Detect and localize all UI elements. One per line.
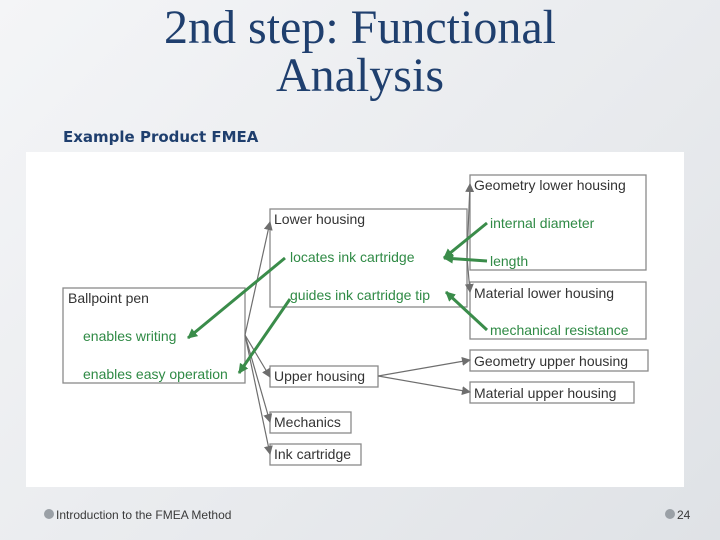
link-pen-to-ink-cartridge — [244, 334, 273, 455]
footer-presentation-title: Introduction to the FMEA Method — [56, 508, 232, 522]
link-upper-to-material — [377, 375, 471, 396]
slide-title-line-1: 2nd step: Functional — [164, 1, 556, 54]
ink-cartridge-node: Ink cartridge — [269, 443, 362, 466]
slide-title-line-2: Analysis — [276, 49, 444, 102]
material-lower-function-resistance: mechanical resistance — [490, 322, 629, 338]
footer-bullet-left-icon — [44, 509, 54, 519]
ballpoint-pen-node: Ballpoint pen enables writing enables ea… — [62, 287, 246, 384]
arrow-guides-to-operation — [237, 298, 292, 374]
link-pen-to-mechanics — [244, 334, 273, 423]
arrow-length-to-locates — [443, 253, 488, 264]
footer-bullet-right-icon — [665, 509, 675, 519]
mechanics-title: Mechanics — [274, 414, 341, 430]
ballpoint-pen-function-writing: enables writing — [83, 328, 176, 344]
geometry-lower-function-length: length — [490, 253, 528, 269]
link-pen-to-lower-housing — [244, 221, 273, 336]
material-upper-housing-node: Material upper housing — [469, 381, 635, 404]
lower-housing-function-locates: locates ink cartridge — [290, 249, 415, 265]
geometry-upper-housing-title: Geometry upper housing — [474, 353, 628, 369]
material-upper-housing-title: Material upper housing — [474, 385, 616, 401]
geometry-lower-housing-box — [469, 174, 647, 271]
upper-housing-title: Upper housing — [274, 368, 365, 384]
upper-housing-node: Upper housing — [269, 365, 379, 388]
link-upper-to-geometry — [377, 356, 471, 377]
lower-housing-function-guides: guides ink cartridge tip — [290, 287, 430, 303]
slide-subtitle: Example Product FMEA — [63, 128, 259, 146]
material-lower-housing-title: Material lower housing — [474, 285, 614, 301]
material-lower-housing-node: Material lower housing mechanical resist… — [469, 281, 647, 340]
functional-analysis-diagram: Ballpoint pen enables writing enables ea… — [26, 152, 684, 487]
link-lower-to-geometry — [465, 183, 475, 258]
structure-links — [244, 183, 475, 455]
mechanics-node: Mechanics — [269, 411, 352, 434]
ink-cartridge-title: Ink cartridge — [274, 446, 351, 462]
geometry-lower-function-diameter: internal diameter — [490, 215, 595, 231]
material-lower-housing-box — [469, 281, 647, 340]
function-arrows — [187, 221, 489, 374]
arrow-diameter-to-locates — [443, 221, 488, 260]
link-lower-to-material — [464, 256, 474, 293]
arrow-locates-to-writing — [187, 256, 286, 340]
lower-housing-title: Lower housing — [274, 211, 365, 227]
ballpoint-pen-title: Ballpoint pen — [68, 290, 149, 306]
page-number: 24 — [677, 508, 691, 522]
link-pen-to-upper-housing — [244, 334, 271, 378]
geometry-lower-housing-node: Geometry lower housing internal diameter… — [469, 174, 647, 271]
ballpoint-pen-function-operation: enables easy operation — [83, 366, 228, 382]
geometry-upper-housing-node: Geometry upper housing — [469, 349, 649, 372]
arrow-resistance-to-guides — [444, 290, 489, 332]
geometry-lower-housing-title: Geometry lower housing — [474, 177, 626, 193]
lower-housing-node: Lower housing locates ink cartridge guid… — [269, 208, 468, 308]
slide-title: 2nd step: Functional Analysis — [0, 4, 720, 100]
